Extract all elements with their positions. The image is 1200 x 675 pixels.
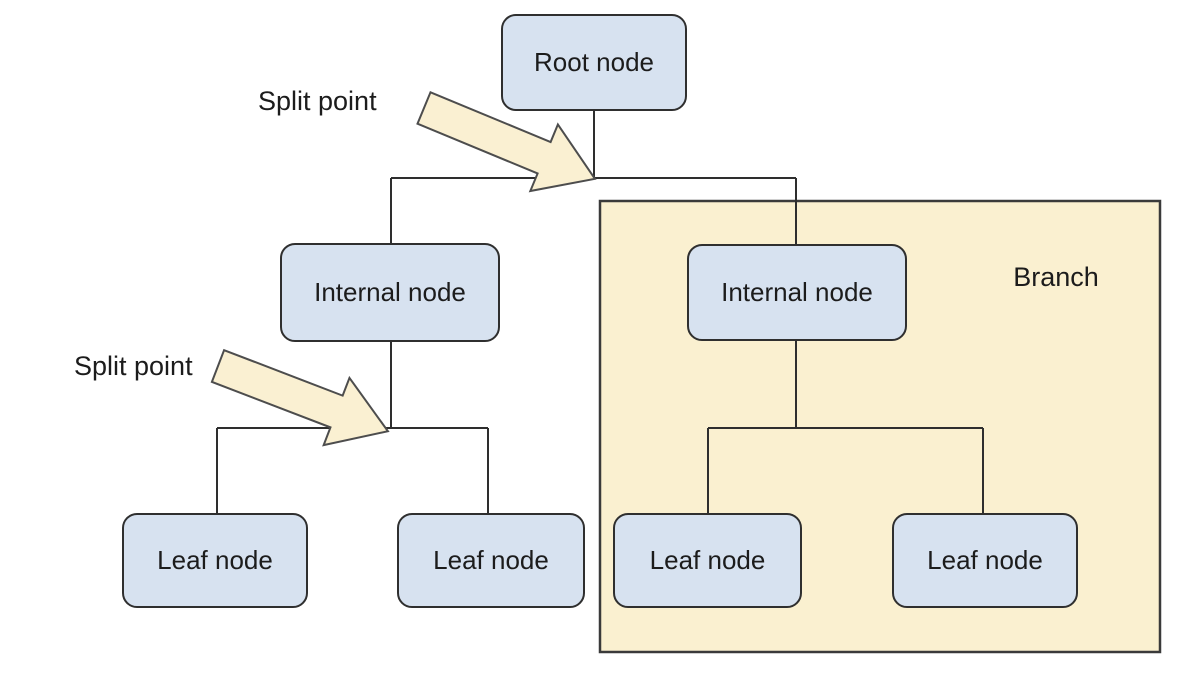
branch-region-label: Branch — [1013, 262, 1099, 292]
split-point-arrow-bottom — [210, 348, 390, 447]
node-leaf-4: Leaf node — [892, 513, 1078, 608]
node-leaf-1: Leaf node — [122, 513, 308, 608]
node-root: Root node — [501, 14, 687, 111]
split-point-label-bottom: Split point — [74, 351, 193, 381]
node-leaf-3: Leaf node — [613, 513, 802, 608]
split-point-label-top: Split point — [258, 86, 377, 116]
split-point-arrow-top — [416, 90, 597, 193]
node-internal-left: Internal node — [280, 243, 500, 342]
node-internal-right: Internal node — [687, 244, 907, 341]
node-leaf-2: Leaf node — [397, 513, 585, 608]
